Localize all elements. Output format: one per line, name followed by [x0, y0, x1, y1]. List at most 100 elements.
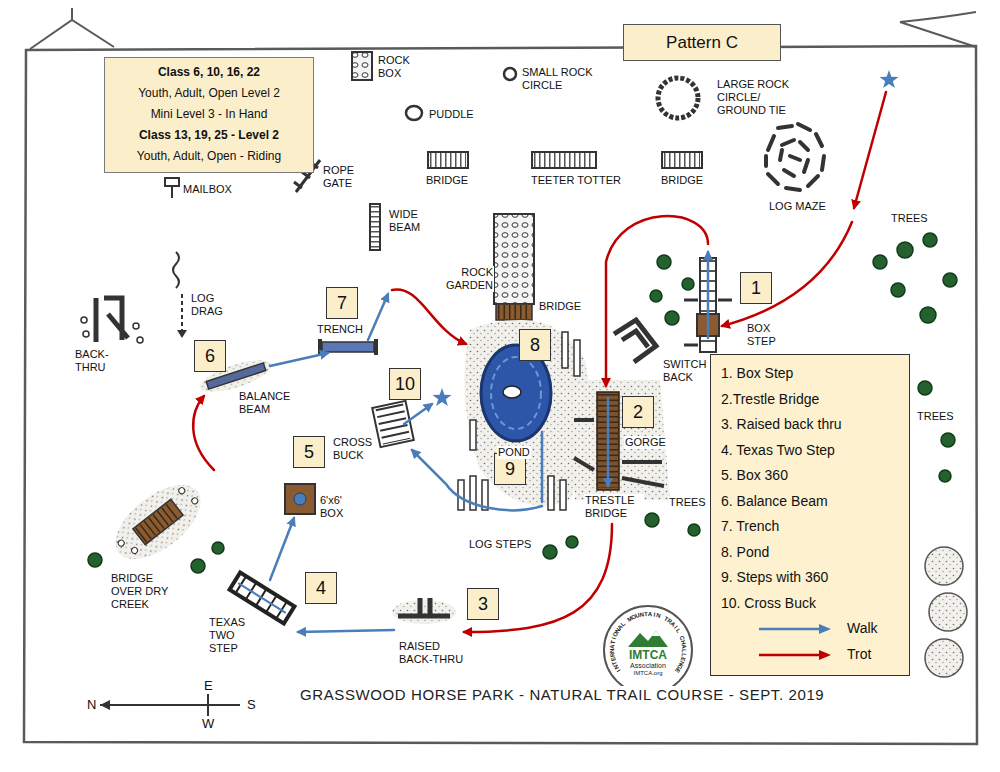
class-line: Mini Level 3 - In Hand	[111, 104, 307, 125]
callout-box: 7	[326, 287, 358, 319]
logo-text: Association	[605, 662, 691, 670]
callout-number: 2	[633, 402, 643, 423]
legend-item: 2.Trestle Bridge	[721, 387, 899, 413]
callout-box: 10	[389, 368, 421, 400]
tree	[191, 559, 205, 573]
logo-ring-letter: N	[653, 611, 663, 621]
logo-badge: INTERNATIONAL MOUNTAIN TRAIL CHALLENGEIM…	[603, 605, 693, 695]
obstacle-label: BRIDGE	[660, 174, 704, 187]
compass-letter: N	[86, 697, 97, 712]
tree-label: TREES	[890, 212, 929, 225]
bridge	[428, 152, 468, 168]
route-arrow	[298, 630, 394, 632]
log-steps	[548, 476, 554, 510]
rock-circle	[925, 547, 963, 585]
obstacle-label: 6'x6' BOX	[319, 494, 357, 520]
start-star	[432, 388, 451, 406]
callout-number: 1	[751, 278, 761, 299]
obstacle-label: ROCK BOX	[377, 54, 413, 80]
legend-item: 8. Pond	[721, 540, 899, 566]
log-maze	[808, 176, 818, 186]
log-maze	[804, 160, 808, 172]
route-arrow	[854, 92, 886, 208]
log-steps	[560, 480, 566, 510]
obstacle-label: LOG MAZE	[768, 200, 827, 213]
class-line: Youth, Adult, Open Level 2	[111, 83, 307, 104]
back-thru	[81, 298, 143, 343]
legend-item: 10. Cross Buck	[721, 591, 899, 617]
pond-area	[464, 320, 590, 506]
bridge-over-dry-creek	[178, 487, 186, 495]
back-thru	[81, 317, 87, 323]
wide-beam	[370, 204, 380, 250]
route-arrow	[270, 518, 294, 580]
obstacle-label: LOG DRAG	[190, 292, 228, 318]
gorge	[570, 380, 670, 500]
legend-item: 9. Steps with 360	[721, 565, 899, 591]
bridge-over-dry-creek	[117, 539, 125, 547]
legend-arrowhead	[819, 650, 831, 660]
rock-circle	[929, 593, 967, 631]
pattern-box: Pattern C	[623, 24, 781, 61]
callout-box: 4	[305, 572, 337, 604]
back-thru	[96, 298, 128, 342]
compass	[100, 694, 240, 716]
bridge-over-dry-creek	[103, 471, 214, 574]
callout-number: 4	[316, 578, 326, 599]
obstacle-label: MAILBOX	[182, 183, 233, 196]
obstacle-label: CROSS BUCK	[332, 436, 376, 462]
raised-back-thru	[398, 598, 450, 616]
route-arrow	[722, 222, 852, 326]
tree	[665, 311, 679, 325]
callout-box: 2	[622, 396, 654, 428]
route-arrow	[541, 432, 544, 502]
course-border	[30, 8, 114, 49]
bridge-over-dry-creek	[103, 471, 214, 574]
class-line: Class 13, 19, 25 - Level 2	[111, 125, 307, 146]
obstacle-label: WIDE BEAM	[388, 208, 430, 234]
rock-garden	[498, 305, 530, 319]
obstacle-label: LOG STEPS	[468, 538, 532, 551]
obstacle-label: BACK-THRU	[74, 348, 122, 374]
tree	[88, 553, 102, 567]
bridge-over-dry-creek	[130, 546, 138, 554]
legend-item: 4. Texas Two Step	[721, 438, 899, 464]
log-maze	[822, 156, 824, 170]
callout-number: 6	[205, 346, 215, 367]
tree	[682, 278, 694, 290]
class-line: Class 6, 10, 16, 22	[111, 62, 307, 83]
tree	[943, 273, 957, 287]
obstacle-label: BRIDGE OVER DRY CREEK	[110, 572, 174, 611]
switchback	[614, 320, 656, 362]
log-drag	[181, 294, 183, 330]
log-maze	[784, 170, 794, 176]
teeter-totter	[532, 152, 596, 168]
log-maze	[800, 142, 808, 150]
obstacle-label: LARGE ROCK CIRCLE/ GROUND TIE	[716, 78, 810, 117]
logo-text: IMTCA.org	[605, 670, 691, 677]
legend-item: 6. Balance Beam	[721, 489, 899, 515]
six-foot-box	[285, 484, 315, 514]
small-rock-circle	[504, 68, 516, 80]
legend-item: 5. Box 360	[721, 463, 899, 489]
route-arrow	[404, 404, 432, 424]
pond-area	[491, 357, 541, 429]
obstacle-label: BOX STEP	[746, 322, 782, 348]
log-steps	[458, 480, 464, 510]
caption: GRASSWOOD HORSE PARK - NATURAL TRAIL COU…	[300, 686, 824, 703]
tree	[212, 542, 224, 554]
legend-text: Walk	[847, 616, 878, 642]
compass-letter: S	[246, 697, 257, 712]
log-drag	[177, 330, 187, 338]
legend-line-sample	[759, 654, 821, 657]
tree	[650, 290, 662, 302]
callout-number: 8	[530, 335, 540, 356]
rock-garden	[496, 304, 532, 320]
texas-two-step	[238, 583, 285, 613]
tree	[657, 255, 671, 269]
obstacle-label: ROPE GATE	[322, 164, 364, 190]
trestle-bridge	[598, 394, 618, 488]
pond-area	[470, 420, 476, 450]
legend-arrowhead	[819, 624, 831, 634]
